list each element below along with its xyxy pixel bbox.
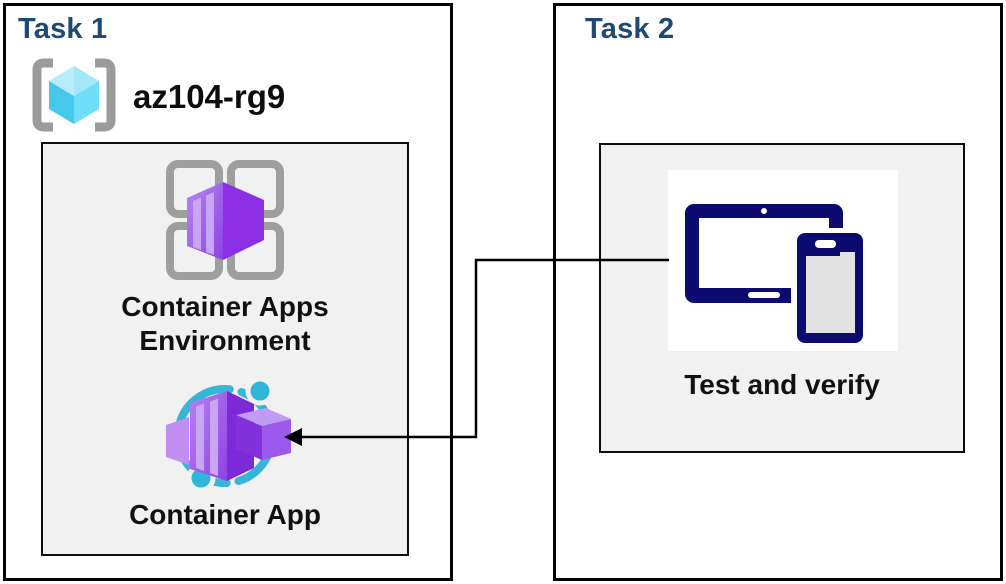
task1-title: Task 1 [18, 13, 108, 45]
resource-group-icon [32, 58, 116, 132]
resource-group-label: az104-rg9 [133, 78, 286, 115]
task2-title: Task 2 [585, 13, 675, 45]
test-and-verify-label: Test and verify [684, 369, 880, 400]
container-app-icon [166, 376, 291, 493]
devices-icon [685, 204, 869, 348]
container-app-label: Container App [129, 499, 321, 530]
container-apps-environment-label: Container Apps Environment [121, 291, 329, 356]
devices-panel [668, 170, 898, 351]
container-apps-environment-icon [166, 160, 284, 280]
